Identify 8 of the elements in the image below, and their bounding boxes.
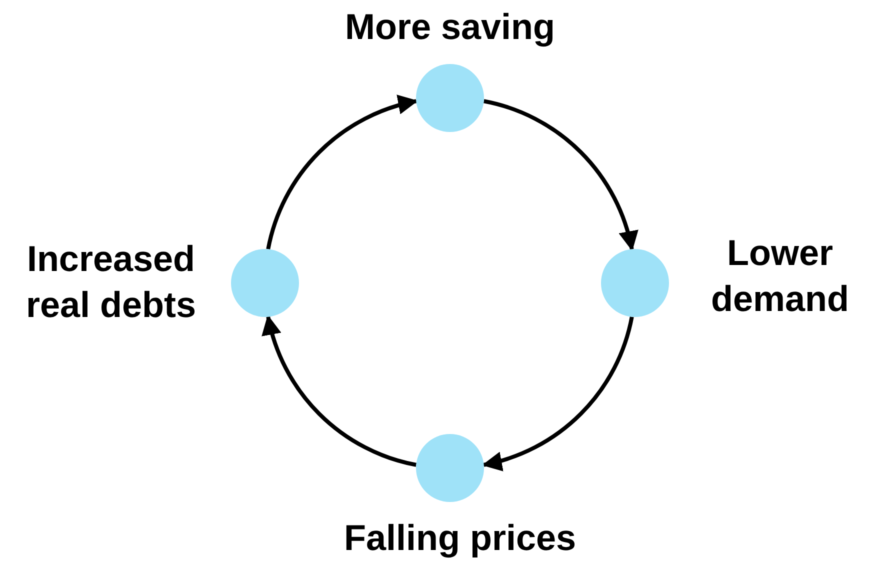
node-label: Falling prices	[342, 516, 578, 560]
arrow	[482, 316, 634, 470]
node-label: More saving	[344, 5, 556, 49]
arrow	[483, 99, 638, 252]
node-label: Lower demand	[710, 231, 850, 321]
arrow	[262, 314, 417, 467]
arrow	[266, 96, 418, 250]
node-label: Increased real debts	[24, 237, 198, 327]
